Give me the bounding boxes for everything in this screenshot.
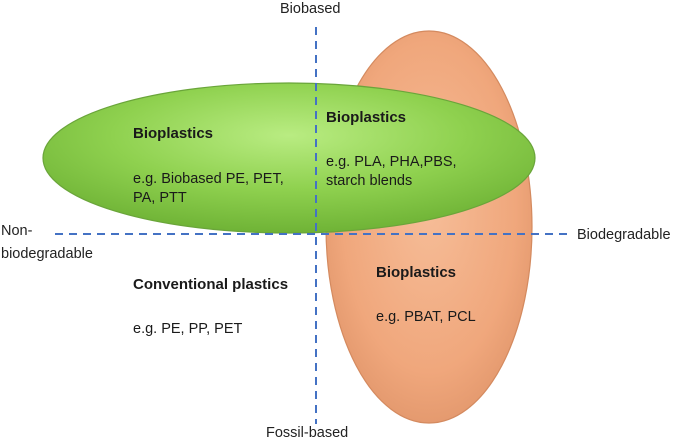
region-biobased-nonbio-title: Bioplastics	[133, 125, 214, 142]
axis-left-label-line2: biodegradable	[1, 246, 93, 262]
region-biobased-bio-line2: starch blends	[326, 173, 413, 189]
region-fossil-bio-line1: e.g. PBAT, PCL	[376, 309, 476, 325]
region-conventional-line1: e.g. PE, PP, PET	[133, 321, 243, 337]
region-biobased-bio-title: Bioplastics	[326, 109, 407, 126]
region-biobased-nonbio-line2: PA, PTT	[133, 190, 187, 206]
region-biobased-nonbio-line1: e.g. Biobased PE, PET,	[133, 171, 284, 187]
axis-top-label: Biobased	[280, 1, 341, 17]
region-biobased-bio-line1: e.g. PLA, PHA,PBS,	[326, 154, 457, 170]
axis-left-label-line1: Non-	[1, 223, 33, 239]
green-ellipse	[42, 82, 536, 234]
axis-bottom-label: Fossil-based	[266, 425, 349, 441]
region-conventional-title: Conventional plastics	[133, 276, 289, 293]
axis-right-label: Biodegradable	[577, 227, 671, 243]
region-fossil-bio-title: Bioplastics	[376, 264, 457, 281]
